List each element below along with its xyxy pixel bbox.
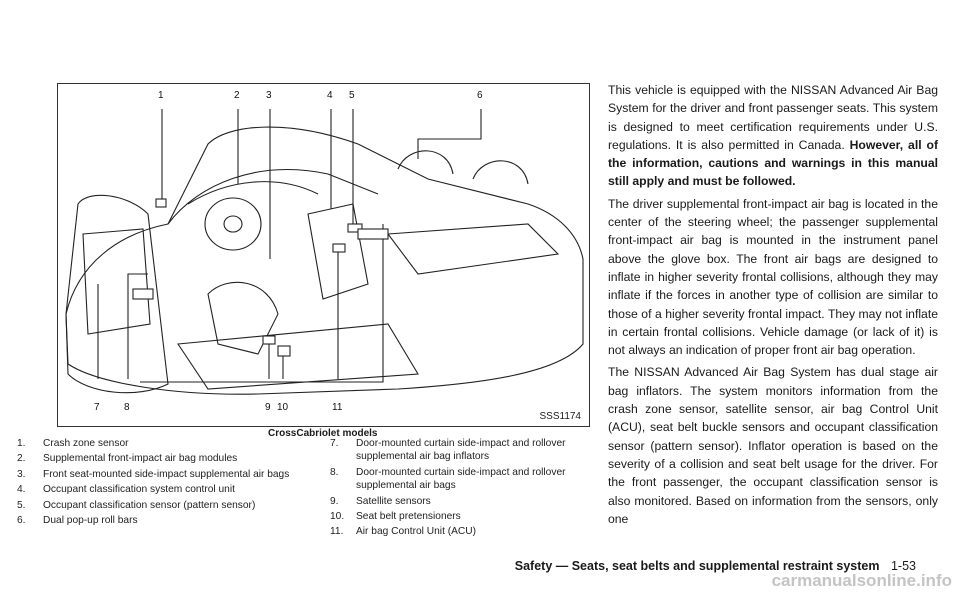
legend-left-column: 1.Crash zone sensor 2.Supplemental front… bbox=[17, 437, 317, 529]
callout-10: 10 bbox=[277, 402, 289, 413]
page-footer: Safety — Seats, seat belts and supplemen… bbox=[515, 559, 916, 573]
page-number: 1-53 bbox=[890, 559, 916, 573]
figure-caption: CrossCabriolet models bbox=[268, 428, 378, 439]
callout-11: 11 bbox=[332, 402, 343, 413]
car-interior-illustration bbox=[65, 109, 584, 395]
callout-2: 2 bbox=[234, 90, 240, 101]
legend-item: 5.Occupant classification sensor (patter… bbox=[17, 499, 256, 511]
figure-code: SSS1174 bbox=[539, 411, 581, 422]
watermark: carmanualsonline.info bbox=[771, 571, 952, 590]
paragraph-front-airbags: The driver supplemental front-impact air… bbox=[608, 196, 938, 358]
legend-item: 2.Supplemental front-impact air bag modu… bbox=[17, 453, 238, 465]
legend-item: 10.Seat belt pretensioners bbox=[330, 511, 461, 523]
legend-item: 4.Occupant classification system control… bbox=[17, 484, 235, 496]
airbag-system-figure: 1 2 3 4 5 6 7 8 9 10 11 SSS1174 bbox=[57, 83, 590, 427]
legend-item: 9.Satellite sensors bbox=[330, 495, 431, 507]
callout-5: 5 bbox=[349, 90, 355, 101]
callout-9: 9 bbox=[265, 402, 271, 413]
warning-note: However, all of the information, caution… bbox=[608, 137, 938, 189]
callout-1: 1 bbox=[158, 90, 164, 101]
section-title: Safety — Seats, seat belts and supplemen… bbox=[514, 559, 880, 573]
legend-item: 11.Air bag Control Unit (ACU) bbox=[330, 526, 477, 538]
callout-6: 6 bbox=[477, 90, 483, 101]
legend-item: 7.Door-mounted curtain side-impact and r… bbox=[330, 438, 566, 463]
callout-8: 8 bbox=[124, 402, 130, 413]
callout-3: 3 bbox=[266, 90, 272, 101]
callout-4: 4 bbox=[327, 90, 333, 101]
legend-item: 6.Dual pop-up roll bars bbox=[17, 515, 138, 527]
paragraph-intro: This vehicle is equipped with the NISSAN… bbox=[608, 83, 938, 189]
callout-7: 7 bbox=[94, 402, 100, 413]
body-text-column: This vehicle is equipped with the NISSAN… bbox=[608, 81, 938, 532]
legend-item: 1.Crash zone sensor bbox=[17, 438, 129, 449]
paragraph-inflators: The NISSAN Advanced Air Bag System has d… bbox=[608, 365, 938, 526]
legend-right-column: 7.Door-mounted curtain side-impact and r… bbox=[330, 437, 595, 541]
legend-item: 8.Door-mounted curtain side-impact and r… bbox=[330, 466, 566, 492]
legend-item: 3.Front seat-mounted side-impact supplem… bbox=[17, 468, 290, 480]
